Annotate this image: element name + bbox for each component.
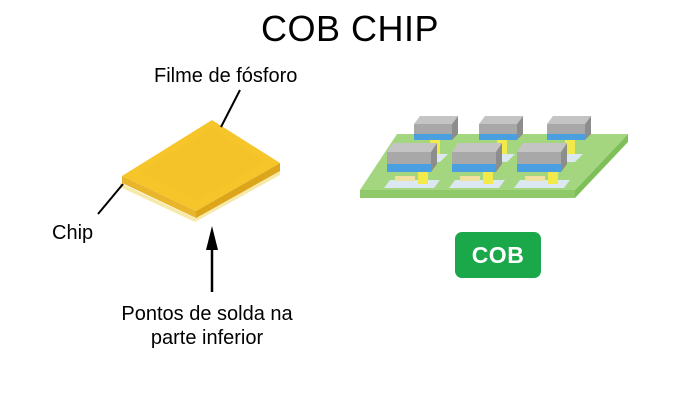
solder-points-label-line1: Pontos de solda na xyxy=(121,303,293,325)
phosphor-leader-line xyxy=(220,89,241,128)
cob-chip xyxy=(514,143,570,188)
cob-chip xyxy=(449,143,505,188)
cob-chip xyxy=(384,143,440,188)
phosphor-chip xyxy=(120,120,280,222)
solder-points-label-line2: parte inferior xyxy=(150,327,264,349)
chip-leader-line xyxy=(97,183,124,215)
cob-badge: COB xyxy=(455,232,541,278)
page-title: COB CHIP xyxy=(260,8,440,49)
phosphor-film-label: Filme de fósforo xyxy=(154,65,298,87)
solder-points-label: Pontos de solda na parte inferior xyxy=(102,302,312,350)
chip-label: Chip xyxy=(52,222,94,244)
arrow-up-icon xyxy=(206,226,218,292)
